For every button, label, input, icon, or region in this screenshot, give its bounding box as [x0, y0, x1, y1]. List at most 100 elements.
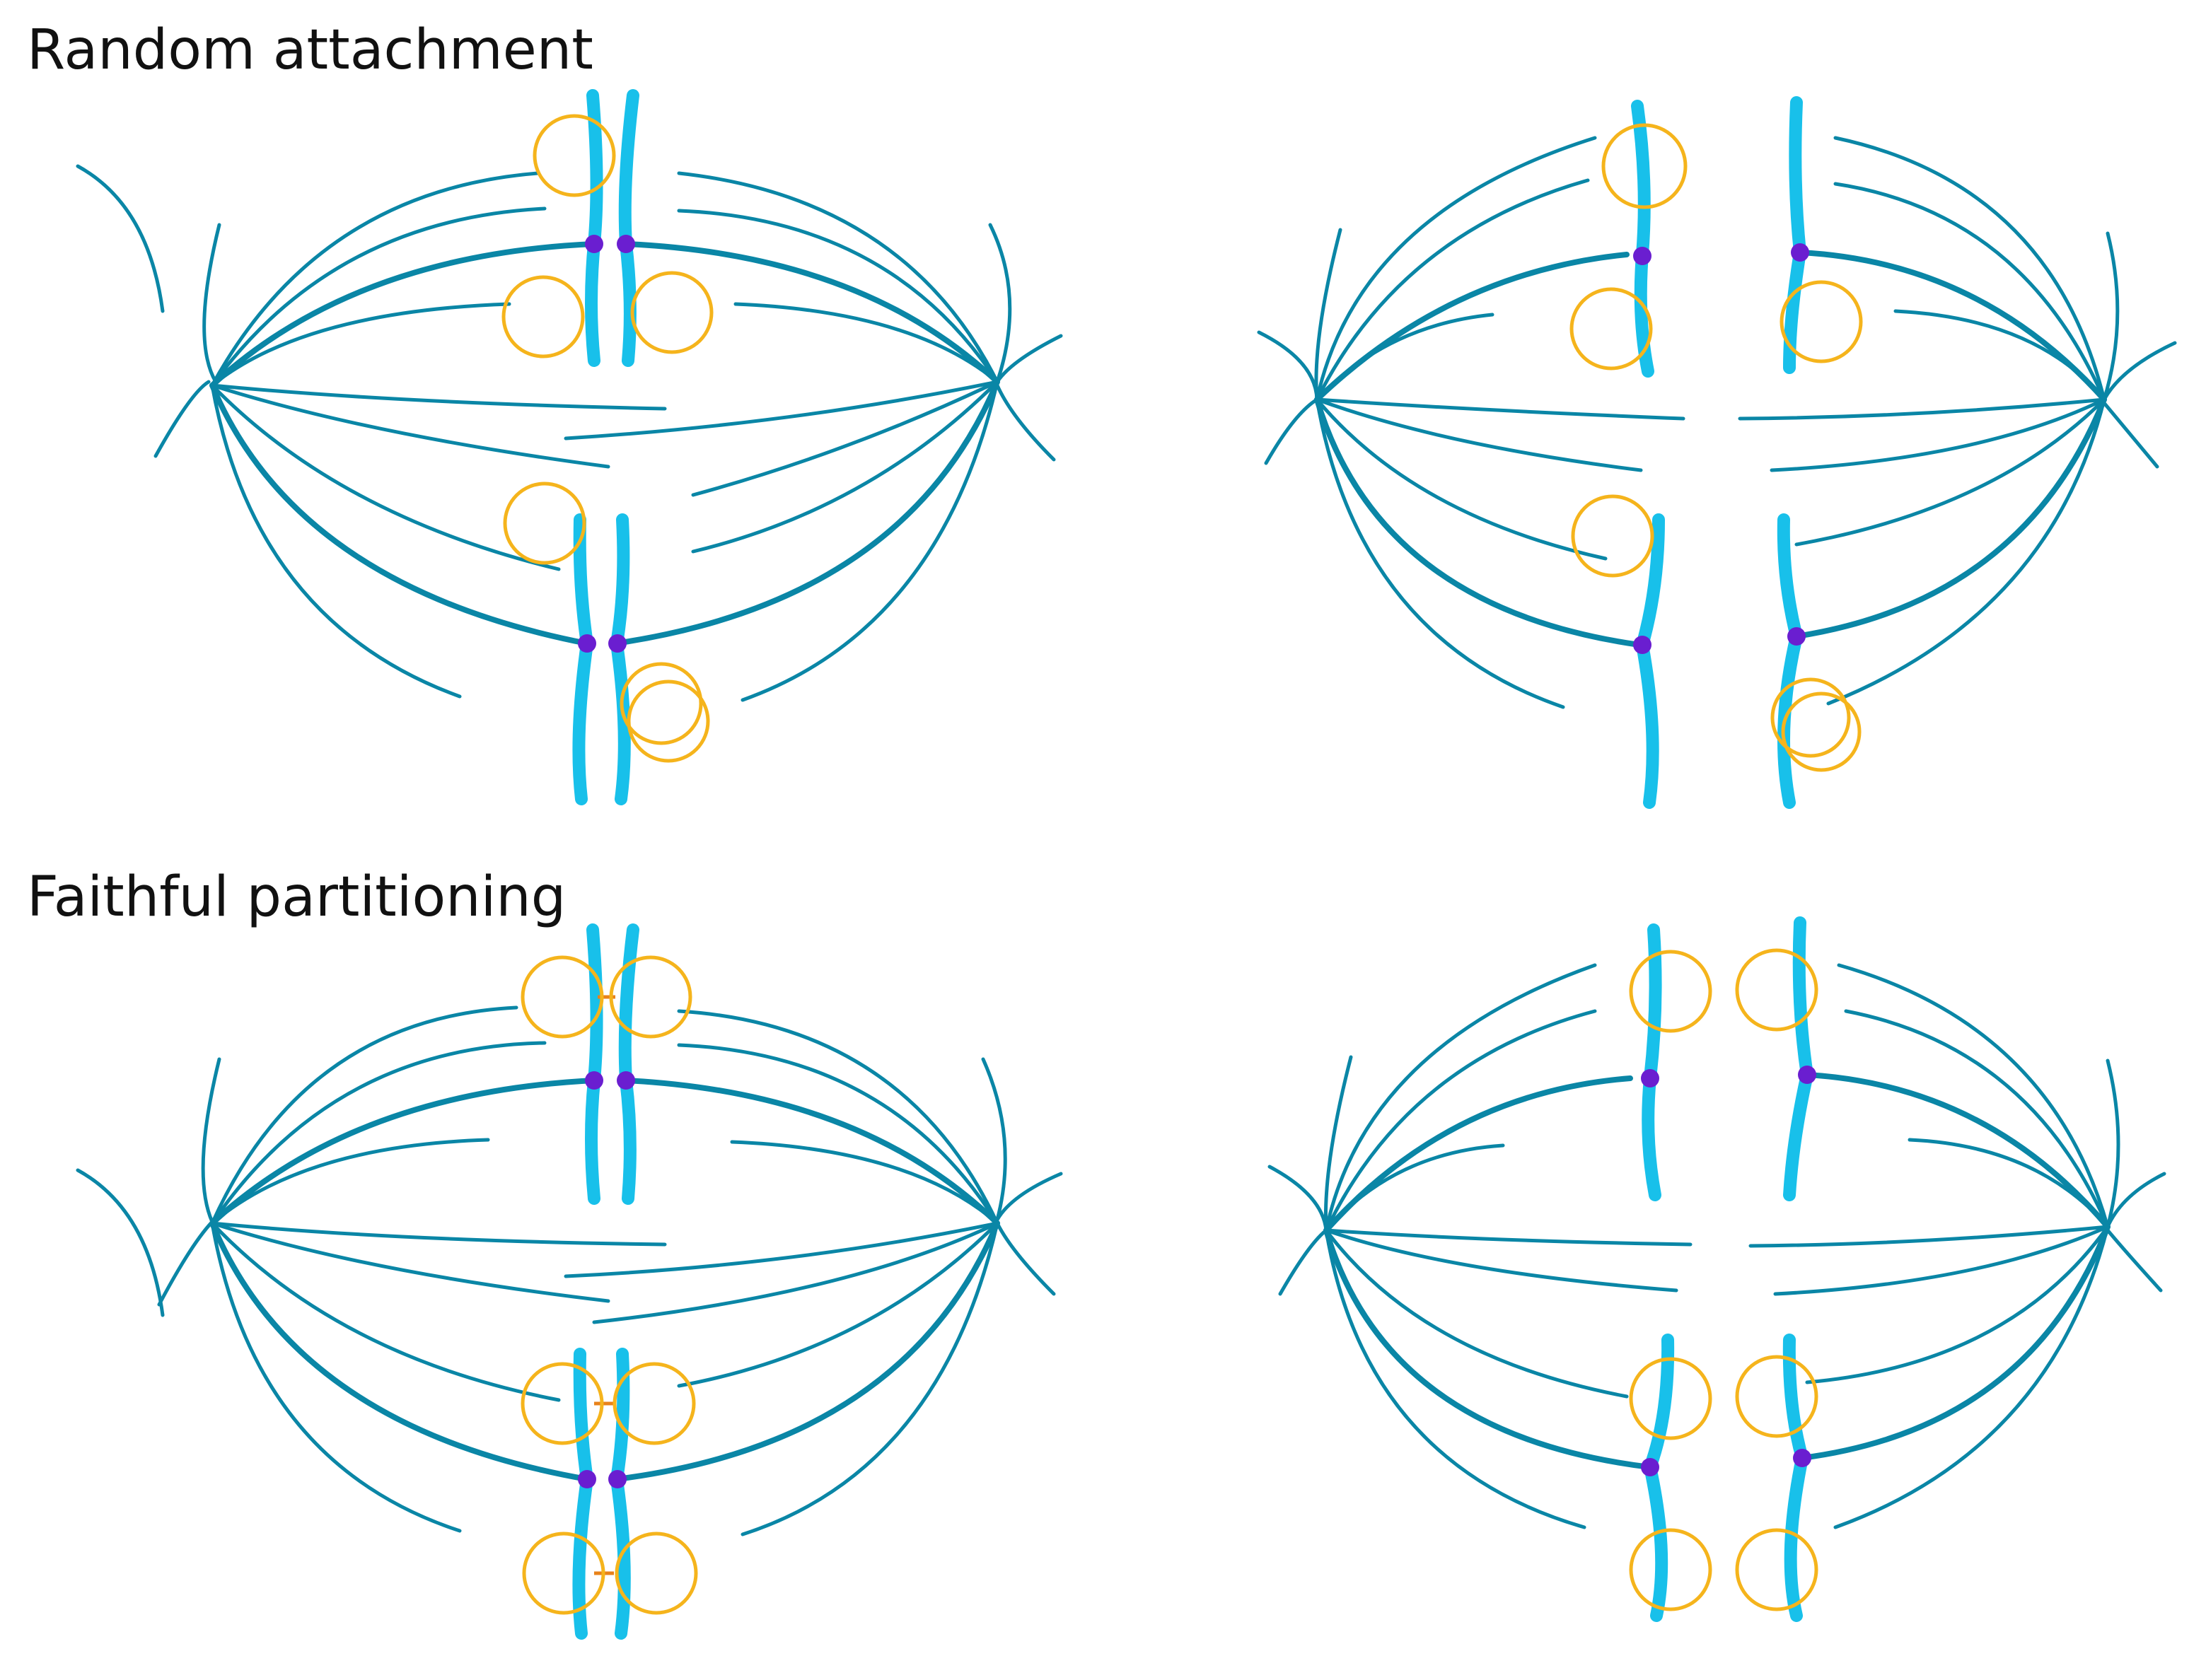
kinetochores	[1633, 243, 1809, 654]
kinetochore-microtubule	[623, 1078, 1000, 1226]
kinetochore-microtubule	[1804, 1072, 2111, 1230]
astral-microtubule	[2106, 1228, 2163, 1293]
microtubule	[1324, 1143, 1505, 1232]
focus	[620, 662, 703, 745]
microtubule	[1833, 136, 2106, 402]
kinetochore-microtubule	[1794, 397, 2107, 639]
microtubule	[741, 1221, 999, 1536]
spindle	[76, 1005, 1063, 1536]
kinetochore-microtubule	[209, 1220, 590, 1482]
microtubule	[210, 206, 547, 387]
microtubule	[1837, 963, 2110, 1229]
focus	[521, 1362, 604, 1445]
kinetochore-microtubule	[209, 1078, 597, 1226]
astral-microtubule	[1267, 1165, 1328, 1232]
sister-chromatid	[585, 89, 603, 367]
astral-microtubule	[995, 383, 1056, 462]
focus	[521, 955, 604, 1039]
focus	[1735, 948, 1818, 1032]
microtubule	[1324, 1009, 1597, 1232]
microtubule	[1315, 397, 1565, 709]
microtubule	[1770, 397, 2106, 472]
microtubule	[691, 380, 999, 497]
microtubule	[210, 1041, 547, 1225]
faithful-partitioning-metaphase	[76, 923, 1063, 1640]
foci	[521, 955, 698, 1615]
chromatid	[1783, 96, 1807, 374]
focus	[503, 482, 586, 565]
kinetochore	[1787, 627, 1806, 646]
astral-microtubule	[1257, 330, 1319, 402]
focus	[1571, 494, 1654, 578]
microtubule	[1748, 1225, 2110, 1248]
chromosomes	[1631, 96, 1807, 809]
focus	[613, 1362, 696, 1445]
kinetochore	[1633, 247, 1651, 265]
microtubule	[1805, 1225, 2110, 1384]
astral-microtubule	[2102, 401, 2159, 469]
kinetochore-microtubule	[1797, 250, 2107, 402]
kinetochores	[578, 1071, 635, 1488]
microtubule	[1324, 1228, 1586, 1529]
sister-chromatid	[572, 1348, 594, 1640]
microtubule	[1773, 1225, 2110, 1296]
astral-microtubule	[202, 223, 221, 384]
kinetochore	[1641, 1069, 1659, 1087]
focus	[1780, 280, 1863, 363]
astral-microtubule	[153, 380, 211, 458]
microtubule	[210, 383, 610, 469]
microtubule	[1833, 1225, 2110, 1529]
kinetochore-microtubule	[1314, 397, 1642, 648]
kinetochore	[585, 1071, 603, 1090]
spindle	[1267, 963, 2166, 1529]
microtubule	[210, 302, 511, 387]
chromosomes	[1642, 916, 1814, 1622]
focus	[627, 679, 710, 763]
kinetochore	[1641, 1458, 1659, 1476]
microtubule	[677, 171, 999, 384]
kinetochore	[617, 1071, 635, 1090]
focus	[1629, 950, 1712, 1033]
focus	[1770, 677, 1851, 758]
astral-microtubule	[76, 164, 165, 313]
kinetochore	[1633, 636, 1651, 654]
microtubule	[1315, 313, 1494, 402]
sister-chromatid	[618, 923, 639, 1205]
focus	[1629, 1357, 1712, 1440]
microtubule	[733, 302, 999, 384]
kinetochore	[578, 634, 596, 653]
kinetochore-microtubule	[1323, 1227, 1653, 1470]
astral-microtubule	[995, 1172, 1063, 1222]
microtubule	[210, 383, 462, 699]
faithful-partitioning-title: Faithful partitioning	[27, 865, 567, 929]
microtubule	[1315, 178, 1590, 402]
microtubule	[1324, 1228, 1693, 1247]
chromosomes	[572, 923, 639, 1640]
microtubule	[1893, 309, 2106, 402]
random-attachment-title: Random attachment	[27, 18, 593, 82]
microtubule	[210, 171, 540, 387]
microtubule	[1315, 397, 1608, 561]
astral-microtubule	[2106, 1058, 2120, 1229]
microtubule	[1324, 963, 1597, 1232]
kinetochore	[1793, 1449, 1811, 1467]
focus	[1735, 1355, 1818, 1438]
microtubule	[1738, 397, 2106, 421]
microtubule	[210, 383, 561, 571]
microtubule	[1826, 397, 2106, 706]
chromatid	[1643, 1334, 1675, 1622]
astral-microtubule	[2102, 231, 2120, 402]
random-attachment-metaphase	[76, 89, 1063, 805]
kinetochore	[617, 235, 635, 253]
microtubule	[1908, 1138, 2110, 1229]
sister-chromatid	[610, 513, 631, 805]
astral-microtubule	[988, 223, 1012, 384]
microtubule	[210, 1138, 490, 1225]
focus	[1629, 1528, 1712, 1611]
microtubule	[210, 1005, 518, 1225]
chromatid	[1635, 513, 1665, 809]
faithful-partitioning-anaphase	[1267, 916, 2166, 1622]
microtubule	[741, 380, 999, 702]
microtubule	[564, 380, 999, 441]
